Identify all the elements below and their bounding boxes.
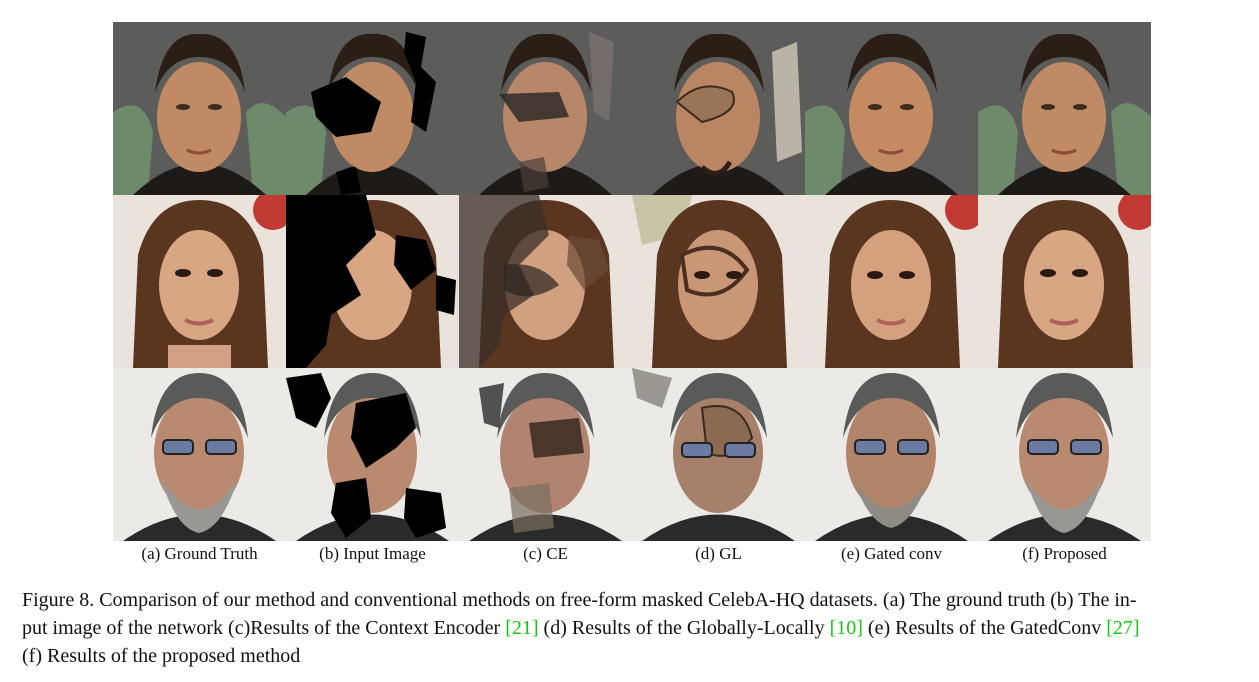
column-labels: (a) Ground Truth (b) Input Image (c) CE … [113, 544, 1151, 568]
label-ce: (c) CE [523, 544, 568, 563]
row2-gl-result-image [632, 195, 805, 368]
row1-gl-result-image [632, 22, 805, 195]
label-proposed: (f) Proposed [1022, 544, 1107, 563]
citation-link-21[interactable]: [21] [505, 617, 539, 639]
row2-input-image [286, 195, 459, 368]
label-gl: (d) GL [695, 544, 742, 563]
caption-line-2: put image of the network (c)Results of t… [22, 614, 1244, 642]
row1-ground-truth-image [113, 22, 286, 195]
caption-line-1: Figure 8. Comparison of our method and c… [22, 589, 1137, 611]
row3-gl-result-image [632, 368, 805, 541]
row3-proposed-result-image [978, 368, 1151, 541]
citation-link-10[interactable]: [10] [829, 617, 863, 639]
caption-text: (e) Results of the GatedConv [862, 617, 1107, 639]
row3-gated-conv-result-image [805, 368, 978, 541]
row1-proposed-result-image [978, 22, 1151, 195]
caption-line-3: (f) Results of the proposed method [22, 645, 301, 667]
row3-input-image [286, 368, 459, 541]
label-ground-truth: (a) Ground Truth [141, 544, 258, 563]
row3-ce-result-image [459, 368, 632, 541]
row1-input-image [286, 22, 459, 195]
caption-text: put image of the network (c)Results of t… [22, 617, 506, 639]
row2-proposed-result-image [978, 195, 1151, 368]
row2-ce-result-image [459, 195, 632, 368]
caption-text: (d) Results of the Globally-Locally [538, 617, 830, 639]
label-gated-conv: (e) Gated conv [840, 544, 942, 563]
row1-gated-conv-result-image [805, 22, 978, 195]
citation-link-27[interactable]: [27] [1106, 617, 1140, 639]
comparison-image-grid [113, 22, 1151, 541]
row3-ground-truth-image [113, 368, 286, 541]
label-input-image: (b) Input Image [319, 544, 426, 563]
row2-gated-conv-result-image [805, 195, 978, 368]
figure-caption: Figure 8. Comparison of our method and c… [22, 586, 1244, 670]
row1-ce-result-image [459, 22, 632, 195]
row2-ground-truth-image [113, 195, 286, 368]
